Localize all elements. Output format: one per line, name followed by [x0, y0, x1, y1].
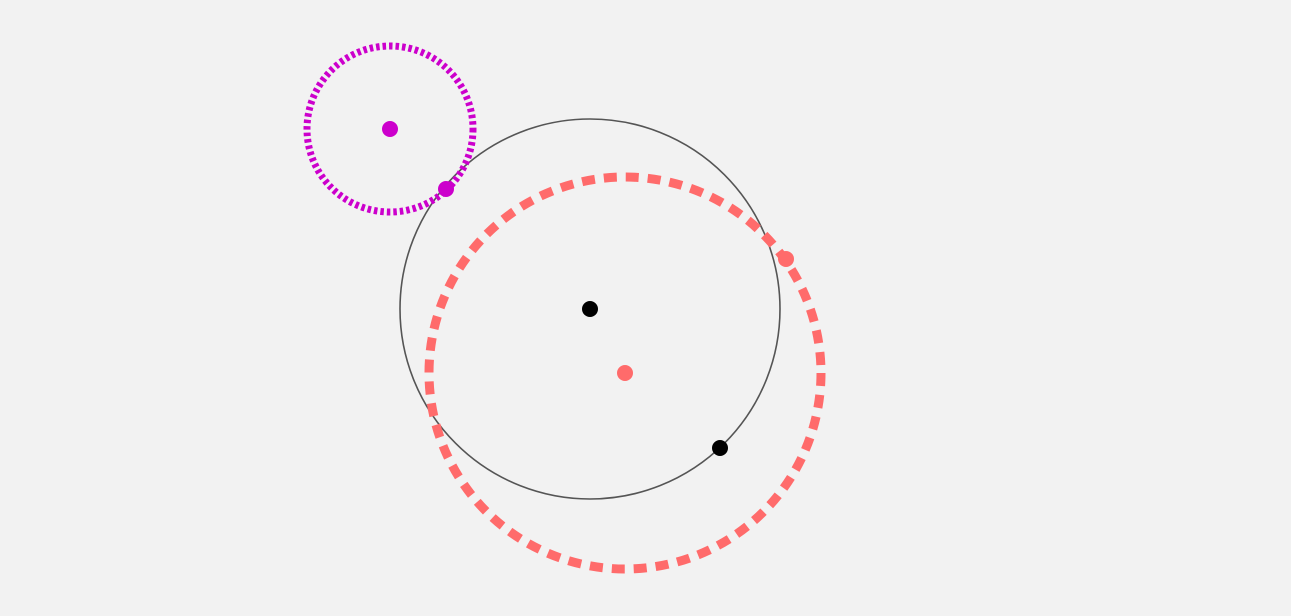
salmon-edge-point[interactable] — [778, 251, 794, 267]
magenta-center-point[interactable] — [382, 121, 398, 137]
magenta-edge-point[interactable] — [438, 181, 454, 197]
salmon-center-point[interactable] — [617, 365, 633, 381]
black-center-point[interactable] — [582, 301, 598, 317]
black-edge-point[interactable] — [712, 440, 728, 456]
